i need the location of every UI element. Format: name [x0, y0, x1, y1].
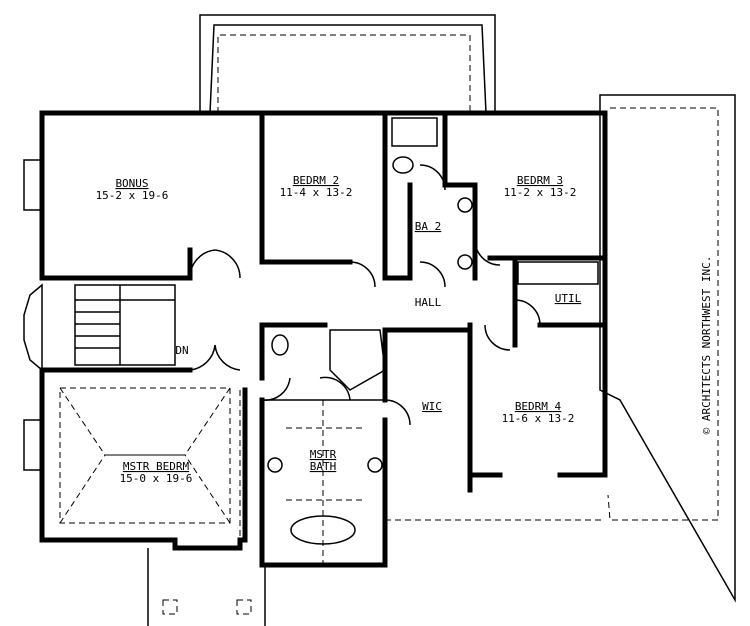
room-name-ba2: BA 2 [415, 220, 442, 233]
room-name-mstr-bath-2: BATH [310, 460, 337, 473]
fixtures [239, 117, 599, 565]
right-deck [385, 94, 736, 603]
room-name-bonus: BONUS [115, 177, 148, 190]
room-name-mstr-bath: MSTR [310, 448, 337, 461]
upper-deck [199, 14, 496, 114]
room-name-bedrm2: BEDRM 2 [293, 174, 339, 187]
room-name-wic: WIC [422, 400, 442, 413]
porch [147, 548, 266, 626]
room-size-mstr-bedrm: 15-0 x 19-6 [120, 472, 193, 485]
room-size-bedrm3: 11-2 x 13-2 [504, 186, 577, 199]
room-name-bedrm4: BEDRM 4 [515, 400, 562, 413]
stair-label-dn: DN [175, 344, 188, 357]
room-name-bedrm3: BEDRM 3 [517, 174, 563, 187]
tray-ceiling [59, 387, 231, 524]
room-name-util: UTIL [555, 292, 582, 305]
window [23, 419, 43, 471]
bay-window [23, 283, 43, 372]
room-name-mstr-bedrm: MSTR BEDRM [123, 460, 190, 473]
copyright-text: © ARCHITECTS NORTHWEST INC. [700, 256, 713, 435]
stairs [74, 284, 176, 366]
walls [39, 110, 608, 568]
room-size-bedrm2: 11-4 x 13-2 [280, 186, 353, 199]
room-size-bedrm4: 11-6 x 13-2 [502, 412, 575, 425]
window [23, 159, 43, 211]
door-swings [189, 164, 541, 426]
room-size-bonus: 15-2 x 19-6 [96, 189, 169, 202]
room-name-hall: HALL [415, 296, 442, 309]
